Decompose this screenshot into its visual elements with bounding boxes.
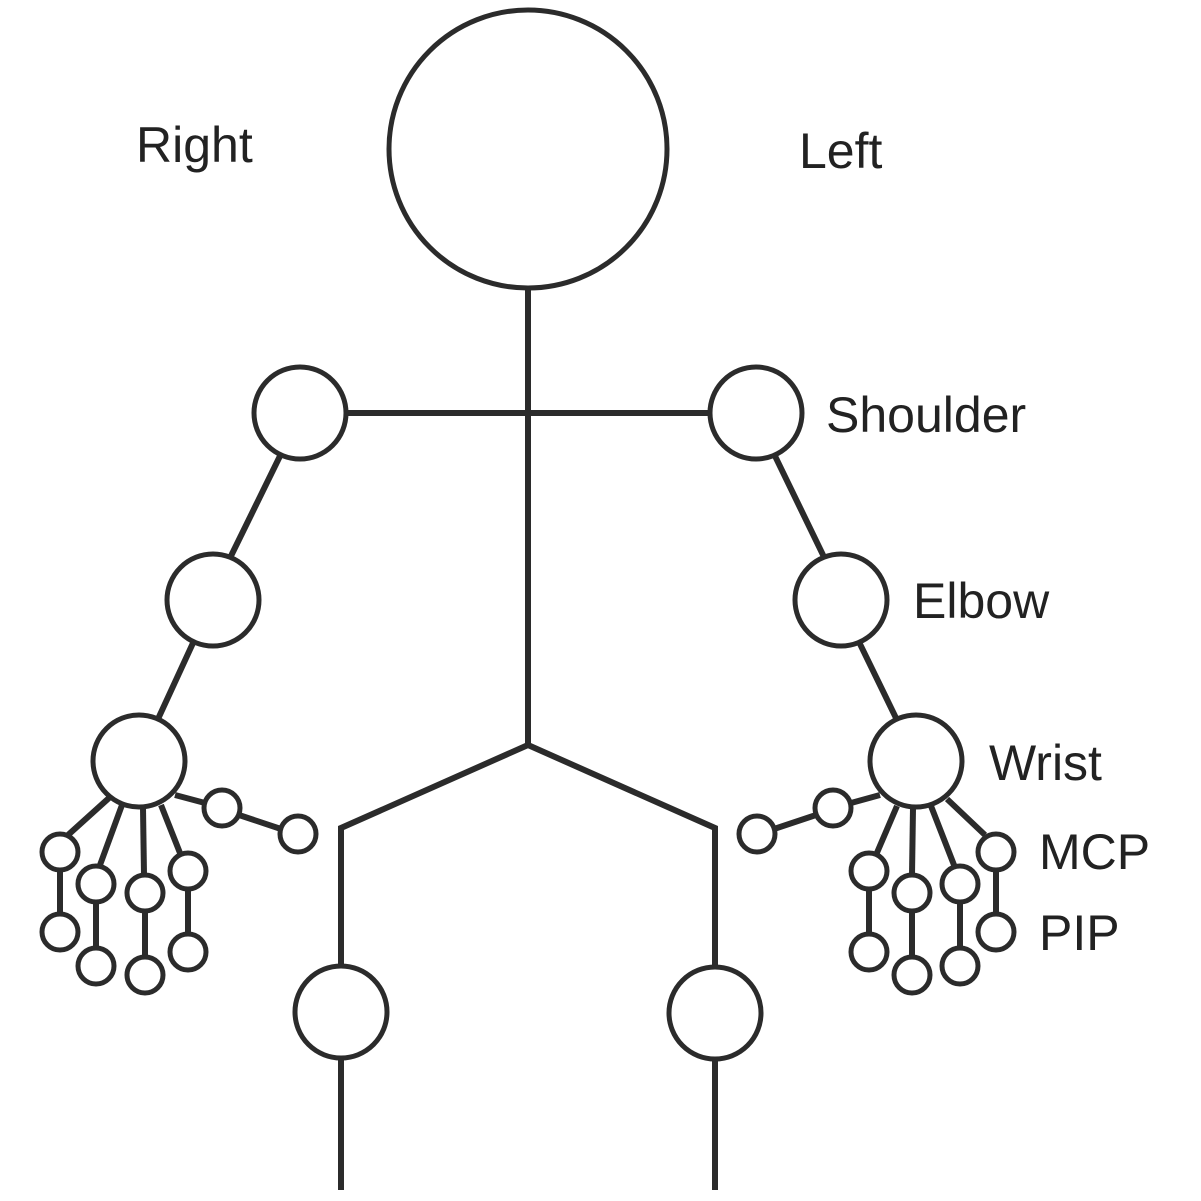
right-finger-4-line (158, 803, 183, 855)
left-upper-arm-line (772, 454, 827, 559)
right-shoulder-joint (251, 364, 349, 462)
right-finger-4-mcp-joint (167, 850, 209, 892)
left-side-label: Left (799, 123, 883, 179)
mcp-label: MCP (1039, 824, 1150, 880)
right-finger-4-pip-joint (167, 931, 209, 973)
left-finger-2-line (909, 807, 916, 876)
right-thumb-line-1 (174, 792, 206, 806)
left-finger-1-mcp-joint (848, 850, 890, 892)
labels: Right Left Shoulder Elbow Wrist MCP PIP (136, 117, 1150, 961)
right-finger-3-mcp-joint (124, 872, 166, 914)
right-thumb-joint-2 (277, 813, 319, 855)
right-forearm-line (155, 641, 196, 721)
right-finger-1-line (65, 795, 112, 838)
right-finger-3-line (140, 807, 147, 876)
joints (39, 7, 1017, 1062)
left-thumb-joint-2 (736, 813, 778, 855)
right-elbow-joint (164, 551, 262, 649)
right-finger-3-pip-joint (124, 954, 166, 996)
pip-label: PIP (1039, 905, 1120, 961)
left-finger-3-mcp-joint (939, 863, 981, 905)
left-thumb-line-1 (850, 792, 881, 806)
head-circle (386, 7, 670, 291)
right-thumb-line-2 (238, 812, 282, 832)
right-finger-1-mcp-joint (39, 831, 81, 873)
left-finger-1-line (873, 804, 900, 857)
right-hip-line (338, 742, 530, 965)
right-finger-2-line (97, 803, 125, 867)
left-thumb-line-2 (773, 812, 817, 832)
left-elbow-joint (792, 551, 890, 649)
left-forearm-line (857, 642, 899, 720)
left-wrist-joint (867, 712, 965, 810)
right-wrist-joint (90, 712, 188, 810)
elbow-label: Elbow (913, 573, 1050, 629)
right-finger-1-pip-joint (39, 911, 81, 953)
wrist-label: Wrist (989, 735, 1102, 791)
shoulder-label: Shoulder (826, 387, 1026, 443)
left-finger-2-pip-joint (891, 954, 933, 996)
left-thumb-joint-1 (812, 787, 854, 829)
left-knee-joint (666, 964, 764, 1062)
left-finger-1-pip-joint (848, 931, 890, 973)
left-finger-3-pip-joint (939, 945, 981, 987)
left-finger-4-mcp-joint (975, 831, 1017, 873)
right-knee-joint (292, 963, 390, 1061)
bones (57, 290, 999, 1190)
left-finger-3-line (928, 804, 957, 867)
left-hip-line (526, 742, 718, 966)
right-upper-arm-line (227, 454, 283, 560)
left-finger-2-mcp-joint (891, 872, 933, 914)
right-side-label: Right (136, 117, 253, 173)
left-finger-4-pip-joint (975, 911, 1017, 953)
left-shoulder-joint (707, 364, 805, 462)
right-finger-2-mcp-joint (75, 863, 117, 905)
left-finger-4-line (944, 796, 988, 838)
right-thumb-joint-1 (201, 787, 243, 829)
right-finger-2-pip-joint (75, 945, 117, 987)
